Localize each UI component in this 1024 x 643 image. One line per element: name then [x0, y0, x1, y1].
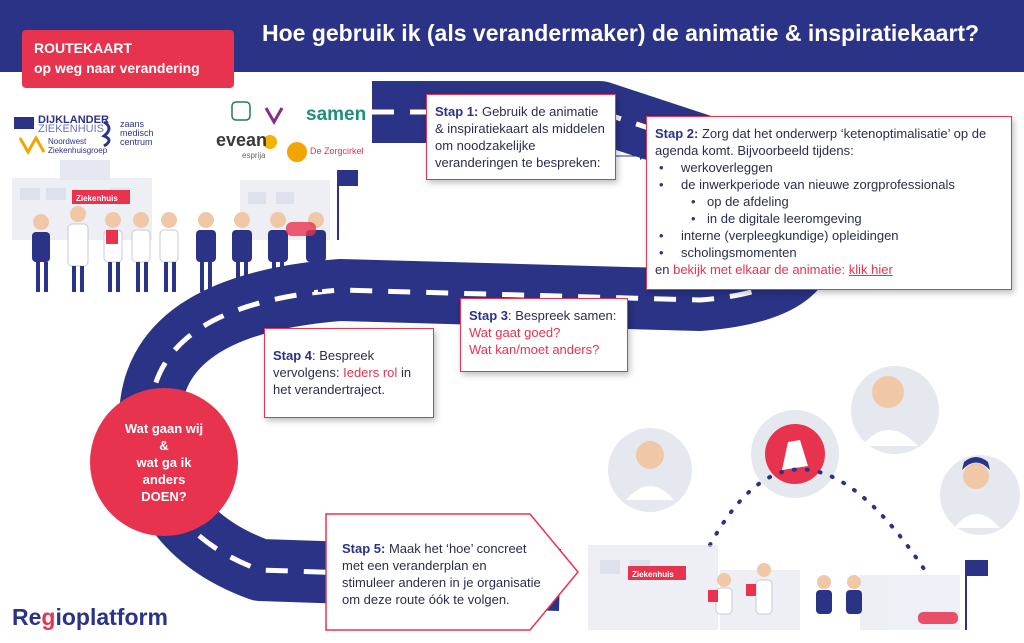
step-5-label: Stap 5:: [342, 541, 386, 556]
logo-zaans-line2: medisch: [120, 128, 154, 138]
doen-circle: Wat gaan wij & wat ga ik anders DOEN?: [90, 388, 238, 536]
step-4-label: Stap 4: [273, 348, 313, 363]
step-2-item-3: op de afdeling: [655, 193, 1003, 210]
logo-zaans-line3: centrum: [120, 137, 153, 147]
step-5-text: Maak het ‘hoe’ concreet met een verander…: [342, 541, 541, 607]
portrait-woman: [940, 455, 1020, 535]
logo-dijklander: DIJKLANDER ZIEKENHUIS: [38, 114, 109, 135]
logo-noordwest: Noordwest Ziekenhuisgroep: [48, 137, 107, 155]
logo-zorgcirkel: De Zorgcirkel: [310, 146, 364, 156]
step-3-question-1: Wat gaat goed?: [469, 325, 561, 340]
route-badge-line2: op weg naar verandering: [34, 60, 200, 76]
step-3-question-2: Wat kan/moet anders?: [469, 342, 600, 357]
footer-logo-pre: Re: [12, 604, 42, 630]
route-badge: ROUTEKAART op weg naar verandering: [22, 30, 234, 88]
doen-line-3: wat ga ik: [136, 454, 192, 470]
step-2-footer-a: en: [655, 262, 670, 277]
portrait-older-man: [608, 428, 692, 512]
step-2-item-6: scholingsmomenten: [655, 244, 1003, 261]
step-2-footer-b: bekijk met elkaar de animatie:: [673, 262, 846, 277]
route-badge-line1: ROUTEKAART: [34, 40, 132, 56]
hospital-left-sign: [72, 190, 130, 204]
hospital-right-sign: [628, 566, 686, 580]
step-3-text: : Bespreek samen:: [508, 308, 617, 323]
step-1-box: Stap 1: Gebruik de animatie & inspiratie…: [426, 94, 616, 180]
hospital-right: [588, 545, 960, 630]
logo-marks: [14, 101, 307, 162]
doen-line-2: &: [159, 437, 169, 453]
step-4-box: Stap 4: Bespreek vervolgens: Ieders rol …: [264, 328, 434, 418]
flag-left: [338, 170, 358, 186]
doen-line-5: DOEN?: [141, 488, 187, 504]
step-4-text-a: : Bespreek vervolgens:: [273, 348, 375, 380]
step-1-text: Gebruik de animatie & inspiratiekaart al…: [435, 104, 605, 170]
logo-evean-line1: evean: [216, 130, 268, 150]
portrait-bald-man: [851, 366, 939, 454]
step-5-box: Stap 5: Maak het ‘hoe’ concreet met een …: [342, 540, 542, 608]
logo-evean: evean esprija: [216, 130, 268, 164]
step-2-text: Zorg dat het onderwerp ‘ketenoptimalisat…: [655, 126, 987, 158]
step-3-label: Stap 3: [469, 308, 509, 323]
step-2-item-2: de inwerkperiode van nieuwe zorgprofessi…: [655, 176, 1003, 193]
hospital-right-sign-text: Ziekenhuis: [632, 570, 674, 579]
footer-logo-post: ioplatform: [55, 604, 168, 630]
dotted-arc: [708, 467, 930, 577]
step-2-footer: en bekijk met elkaar de animatie: klik h…: [655, 261, 1003, 278]
doen-line-4: anders: [142, 471, 186, 487]
step-4-text-b: in het verandertraject.: [273, 365, 412, 397]
step-4-highlight: Ieders rol: [343, 365, 398, 380]
step-2-box: Stap 2: Zorg dat het onderwerp ‘ketenopt…: [646, 116, 1012, 290]
page-title: Hoe gebruik ik (als verandermaker) de an…: [262, 20, 980, 46]
step5-shape: [325, 513, 579, 631]
portrait-highfive: [751, 410, 839, 498]
logo-evean-line2: esprija: [242, 151, 266, 160]
step-2-item-5: interne (verpleegkundige) opleidingen: [655, 227, 1003, 244]
staff-group-right: [708, 563, 862, 615]
step-3-box: Stap 3: Bespreek samen: Wat gaat goed? W…: [460, 298, 628, 372]
logo-zaans-line1: zaans: [120, 119, 145, 129]
step-2-item-1: werkoverleggen: [655, 159, 1003, 176]
step-1-label: Stap 1:: [435, 104, 479, 119]
logo-noordwest-line2: Ziekenhuisgroep: [48, 146, 108, 155]
staff-group: [32, 206, 326, 292]
step-2-item-4: in de digitale leeromgeving: [655, 210, 1003, 227]
step-2-list: werkoverleggen de inwerkperiode van nieu…: [655, 159, 1003, 261]
step-2-link[interactable]: klik hier: [848, 262, 893, 277]
logo-samen: samen: [306, 104, 367, 125]
footer-logo-g: g: [41, 604, 56, 630]
hospital-left: [12, 160, 330, 240]
logo-noordwest-line1: Noordwest: [48, 137, 87, 146]
logo-dijklander-line2: ZIEKENHUIS: [38, 123, 105, 135]
logo-dijklander-line1: DIJKLANDER: [38, 114, 109, 126]
hospital-left-sign-text: Ziekenhuis: [76, 194, 118, 203]
doen-line-1: Wat gaan wij: [124, 420, 204, 436]
regioplatform-logo: Regioplatform: [12, 604, 168, 631]
logo-zaans: zaans medisch centrum: [120, 120, 154, 147]
step-2-label: Stap 2:: [655, 126, 699, 141]
flag-right: [966, 560, 988, 576]
